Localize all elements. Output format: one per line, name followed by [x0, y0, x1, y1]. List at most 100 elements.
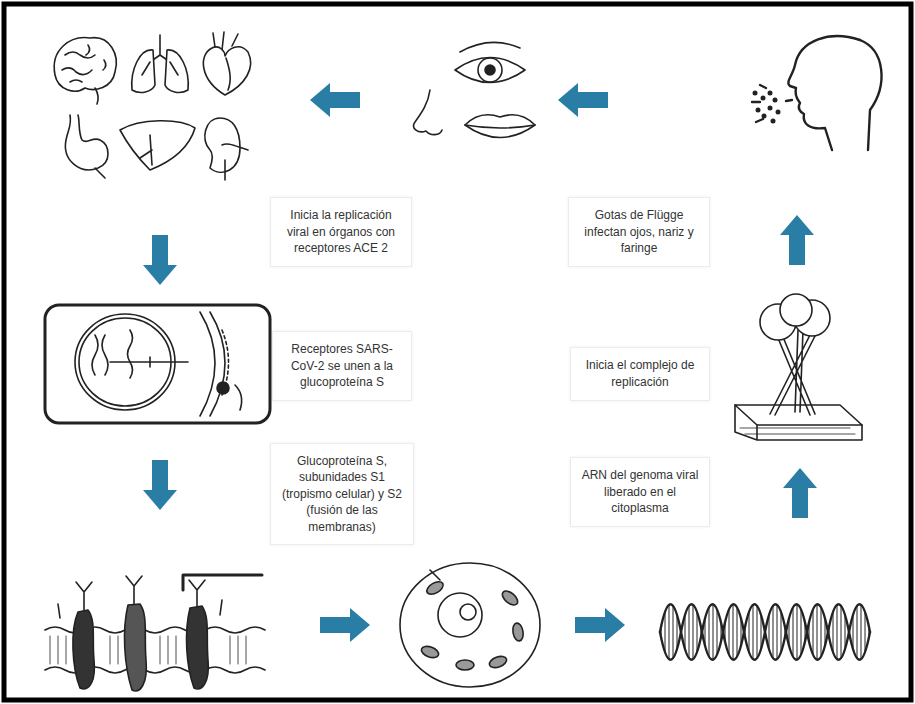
cell-illustration: [460, 604, 476, 620]
lips-icon: [465, 125, 535, 128]
liver-icon: [120, 121, 195, 170]
cell-receptor-illustration: [110, 357, 188, 367]
eye-icon: [460, 42, 520, 52]
heart-icon: [203, 47, 250, 95]
liver-icon: [120, 121, 195, 170]
coughing-head-icon: [753, 91, 781, 124]
eye-icon: [455, 42, 525, 82]
coughing-head-icon: [753, 91, 758, 96]
flow-arrow: [143, 460, 177, 510]
text-box: Glucoproteína S, subunidades S1 (tropism…: [270, 443, 414, 546]
cell-illustration: [500, 588, 520, 607]
coughing-head-icon: [761, 96, 766, 101]
membrane-illustration: [58, 600, 222, 618]
flow-arrow: [575, 608, 625, 642]
cell-illustration: [425, 579, 446, 597]
membrane-illustration: [73, 610, 94, 689]
cell-illustration: [430, 570, 440, 580]
cell-illustration: [420, 644, 440, 660]
eye-icon: [478, 58, 502, 82]
lips-icon: [465, 115, 535, 138]
step-text: Glucoproteína S, subunidades S1 (tropism…: [279, 453, 405, 536]
brain-icon: [62, 45, 106, 82]
coughing-head-icon: [773, 98, 778, 103]
brain-icon: [95, 88, 98, 104]
step-text: Gotas de Flügge infectan ojos, nariz y f…: [577, 207, 701, 257]
coughing-head-icon: [768, 91, 773, 96]
eye-icon: [485, 65, 495, 75]
membrane-illustration: [45, 575, 265, 691]
replication-complex-illustration: [740, 428, 855, 434]
lungs-icon: [142, 62, 178, 75]
cell-illustration: [420, 579, 525, 670]
dna-helix-illustration: [660, 604, 870, 660]
coughing-head-icon: [768, 106, 773, 111]
coughing-head-icon: [771, 119, 776, 124]
illustration: [143, 83, 817, 642]
text-box: Gotas de Flügge infectan ojos, nariz y f…: [568, 197, 710, 267]
coughing-head-icon: [860, 40, 881, 150]
cell-receptor-illustration: [200, 312, 225, 416]
lungs-icon: [165, 50, 188, 93]
membrane-illustration: [126, 576, 142, 604]
nose-icon: [413, 90, 442, 135]
coughing-head-icon: [786, 100, 792, 101]
flow-arrow: [780, 215, 814, 265]
stomach-icon: [95, 168, 105, 178]
stomach-icon: [65, 115, 108, 178]
cell-receptor-illustration: [217, 382, 229, 394]
replication-complex-illustration: [770, 330, 815, 415]
brain-icon: [54, 38, 116, 91]
text-box: ARN del genoma viral liberado en el cito…: [570, 457, 710, 527]
kidney-icon: [222, 144, 248, 180]
lungs-icon: [132, 35, 189, 92]
cell-illustration: [438, 593, 482, 637]
coughing-head-icon: [788, 36, 860, 150]
replication-complex-illustration: [735, 405, 862, 425]
step-text: Receptores SARS-CoV-2 se unen a la gluco…: [281, 341, 403, 391]
liver-icon: [140, 135, 152, 165]
step-text: ARN del genoma viral liberado en el cito…: [579, 467, 701, 517]
flow-arrow: [143, 235, 177, 285]
replication-complex-illustration: [735, 405, 862, 440]
cell-receptor-illustration: [128, 330, 133, 378]
replication-complex-illustration: [735, 294, 862, 440]
nose-icon: [413, 90, 442, 135]
cell-illustration: [400, 563, 540, 687]
cell-illustration: [488, 654, 508, 670]
dna-helix-illustration: [660, 604, 870, 660]
step-text: Inicia el complejo de replicación: [579, 357, 701, 390]
cell-illustration: [512, 622, 525, 641]
membrane-illustration: [189, 580, 205, 606]
coughing-head-icon: [756, 108, 761, 113]
text-box: Inicia la replicación viral en órganos c…: [270, 197, 412, 267]
coughing-head-icon: [752, 85, 766, 122]
flow-arrow: [783, 468, 817, 518]
kidney-icon: [205, 118, 248, 180]
cell-receptor-illustration: [235, 385, 242, 410]
coughing-head-icon: [752, 36, 881, 150]
flow-arrow: [320, 608, 370, 642]
stomach-icon: [65, 115, 108, 170]
text-box: Inicia el complejo de replicación: [570, 347, 710, 400]
flow-arrow: [310, 83, 360, 117]
cell-receptor-illustration: [45, 305, 270, 423]
dna-helix-illustration: [660, 604, 870, 660]
replication-complex-illustration: [780, 294, 812, 326]
step-text: Inicia la replicación viral en órganos c…: [279, 207, 403, 257]
membrane-illustration: [187, 606, 209, 689]
heart-icon: [203, 32, 250, 95]
text-box: Receptores SARS-CoV-2 se unen a la gluco…: [272, 331, 412, 401]
cell-receptor-illustration: [45, 305, 270, 423]
eye-icon: [455, 58, 525, 83]
membrane-illustration: [125, 604, 147, 691]
coughing-head-icon: [776, 110, 781, 115]
frame: [4, 4, 911, 700]
cell-receptor-illustration: [92, 335, 108, 375]
flow-arrow: [558, 83, 608, 117]
coughing-head-icon: [762, 114, 767, 119]
